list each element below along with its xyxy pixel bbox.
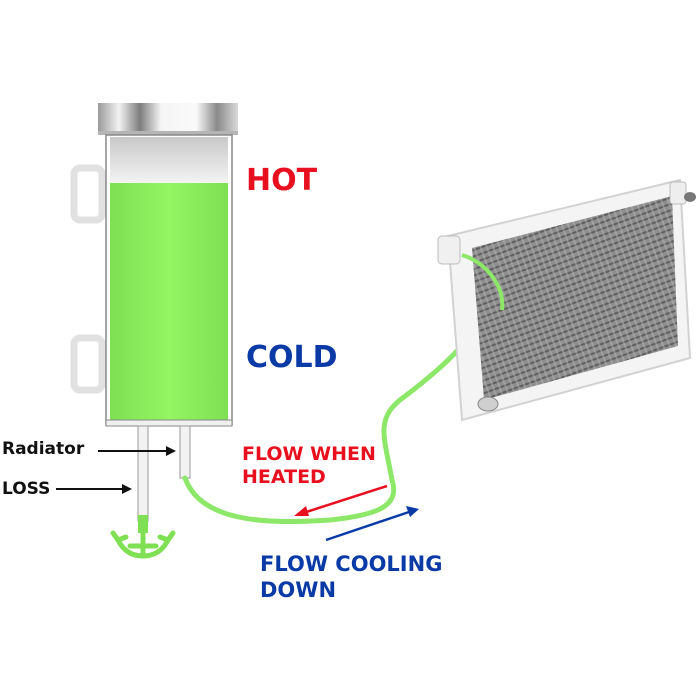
cold-label: COLD [246, 340, 338, 375]
loss-tube [137, 425, 149, 533]
radiator-tube [179, 425, 191, 479]
coolant-hose-radiator [461, 253, 505, 311]
flow-cooling-line1: FLOW COOLING [260, 552, 443, 576]
radiator [437, 178, 696, 422]
mounting-bracket-top [70, 164, 106, 224]
hot-label: HOT [246, 163, 318, 198]
flow-cooling-line2: DOWN [260, 578, 337, 602]
radiator-label: Radiator [2, 439, 85, 459]
loss-label: LOSS [2, 479, 51, 499]
flow-cooling-label: FLOW COOLING DOWN [260, 551, 442, 603]
overflow-tank [105, 134, 233, 427]
loss-pointer-arrow [56, 484, 132, 494]
flow-heated-line2: HEATED [242, 466, 326, 488]
overflow-drip-icon [110, 527, 176, 559]
flow-cooling-arrow [325, 506, 419, 542]
tank-cap [98, 103, 238, 135]
flow-heated-arrow [294, 484, 388, 516]
flow-heated-label: FLOW WHEN HEATED [242, 443, 376, 489]
mounting-bracket-bottom [70, 334, 106, 394]
radiator-pointer-arrow [98, 446, 176, 456]
flow-heated-line1: FLOW WHEN [242, 443, 376, 465]
